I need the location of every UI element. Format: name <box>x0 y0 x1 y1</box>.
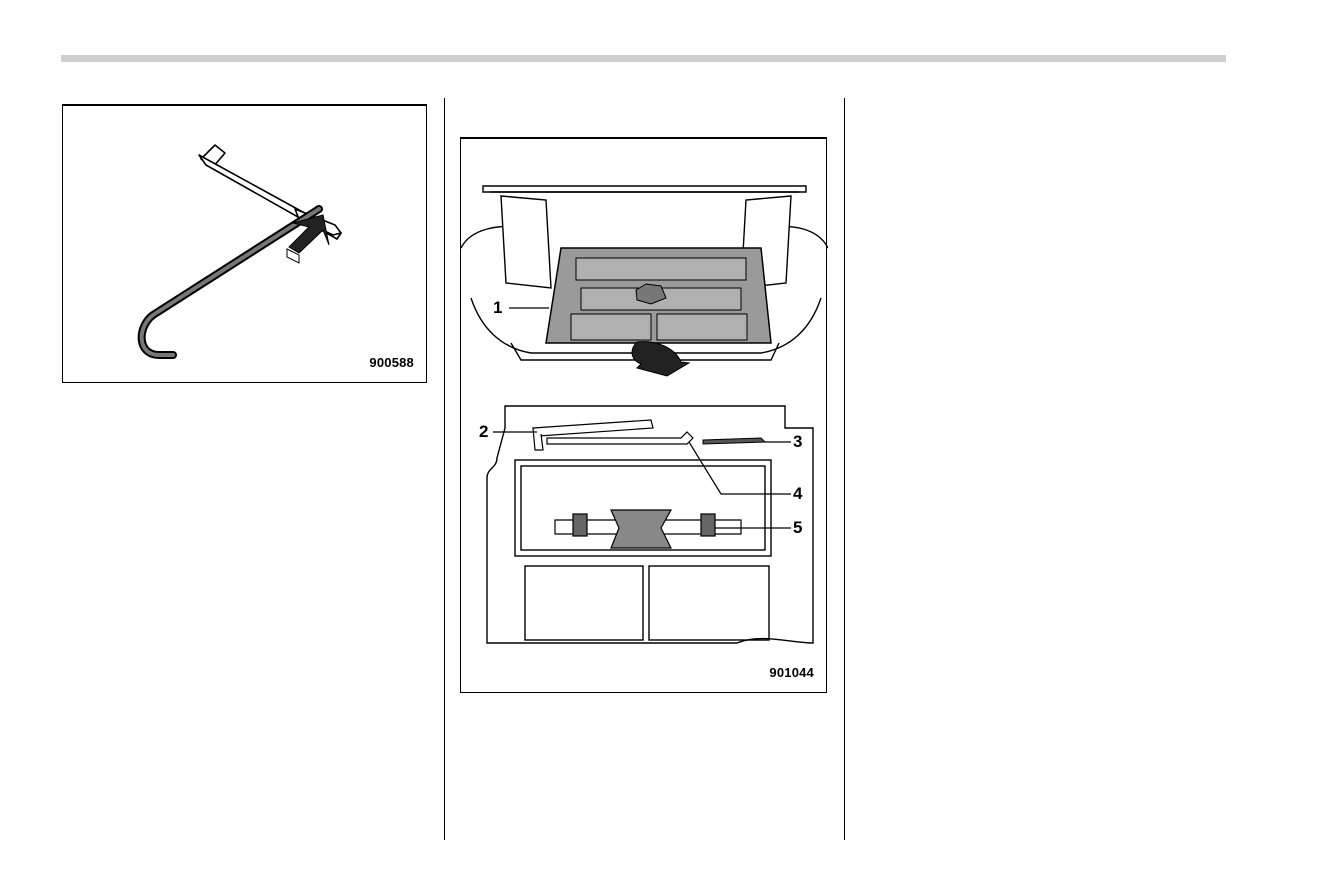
jack-rod-outline <box>142 209 319 355</box>
header-rule <box>61 55 1226 62</box>
jack-rod <box>142 209 319 355</box>
figure-wrench-assembly: 900588 <box>62 104 427 383</box>
wrench-illustration <box>63 105 428 384</box>
figure-code: 901044 <box>769 665 814 680</box>
column-divider-left <box>444 98 445 840</box>
figure-trunk-tools: 1 2 3 4 5 901044 <box>460 137 827 693</box>
callout-leaders <box>461 138 828 694</box>
figure-code: 900588 <box>369 355 414 370</box>
column-divider-right <box>844 98 845 840</box>
